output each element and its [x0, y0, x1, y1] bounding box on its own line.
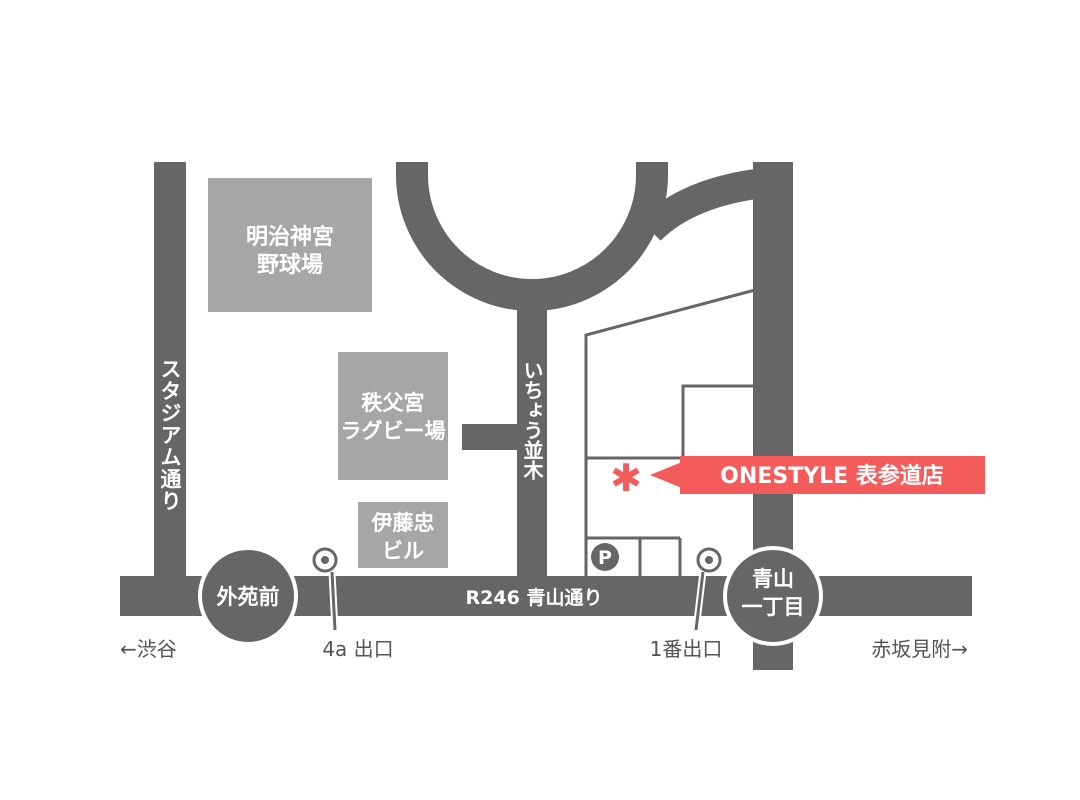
- gaienmae-label: 外苑前: [217, 585, 280, 609]
- stadium-label-line2: 野球場: [257, 253, 323, 278]
- itochu-label-line1: 伊藤忠: [371, 511, 435, 535]
- icho-namiki-road: [517, 290, 547, 590]
- store-name-label: ONESTYLE 表参道店: [720, 463, 944, 489]
- stadium-dori-road: [154, 162, 186, 602]
- stadium-dori-label: スタジアム通り: [158, 358, 182, 512]
- store-callout[interactable]: [680, 456, 985, 494]
- exit-4a-label: 4a 出口: [322, 637, 393, 661]
- parking-icon: [591, 543, 619, 571]
- exit-1-pin-icon: [692, 547, 722, 631]
- itochu-block: [358, 502, 448, 568]
- road-loop: [396, 162, 668, 311]
- itochu-label-line2: ビル: [382, 539, 424, 563]
- aoyama-station-icon: [723, 546, 823, 646]
- exit-1-label: 1番出口: [650, 637, 723, 661]
- aoyama-label-line2: 一丁目: [742, 595, 805, 619]
- gaienmae-station-icon: [198, 546, 298, 646]
- exit-4a-pin-icon: [312, 547, 339, 631]
- direction-shibuya: ←渋谷: [120, 637, 177, 661]
- rugby-label-line2: ラグビー場: [341, 419, 446, 443]
- store-callout-pointer: [650, 462, 682, 488]
- aoyama-label-line1: 青山: [752, 567, 794, 591]
- parking-label: P: [598, 547, 612, 569]
- r246-label: R246 青山通り: [466, 587, 603, 609]
- direction-akasaka: 赤坂見附→: [871, 637, 968, 661]
- rugby-label-line1: 秩父宮: [362, 391, 425, 415]
- block-outlines: [584, 288, 756, 578]
- stadium-label-line1: 明治神宮: [246, 224, 334, 250]
- stadium-block: [208, 178, 372, 312]
- side-street: [462, 424, 520, 450]
- icho-namiki-label: いちょう並木: [520, 360, 544, 481]
- rugby-block: [338, 352, 448, 480]
- store-marker-icon[interactable]: ✱: [610, 456, 642, 500]
